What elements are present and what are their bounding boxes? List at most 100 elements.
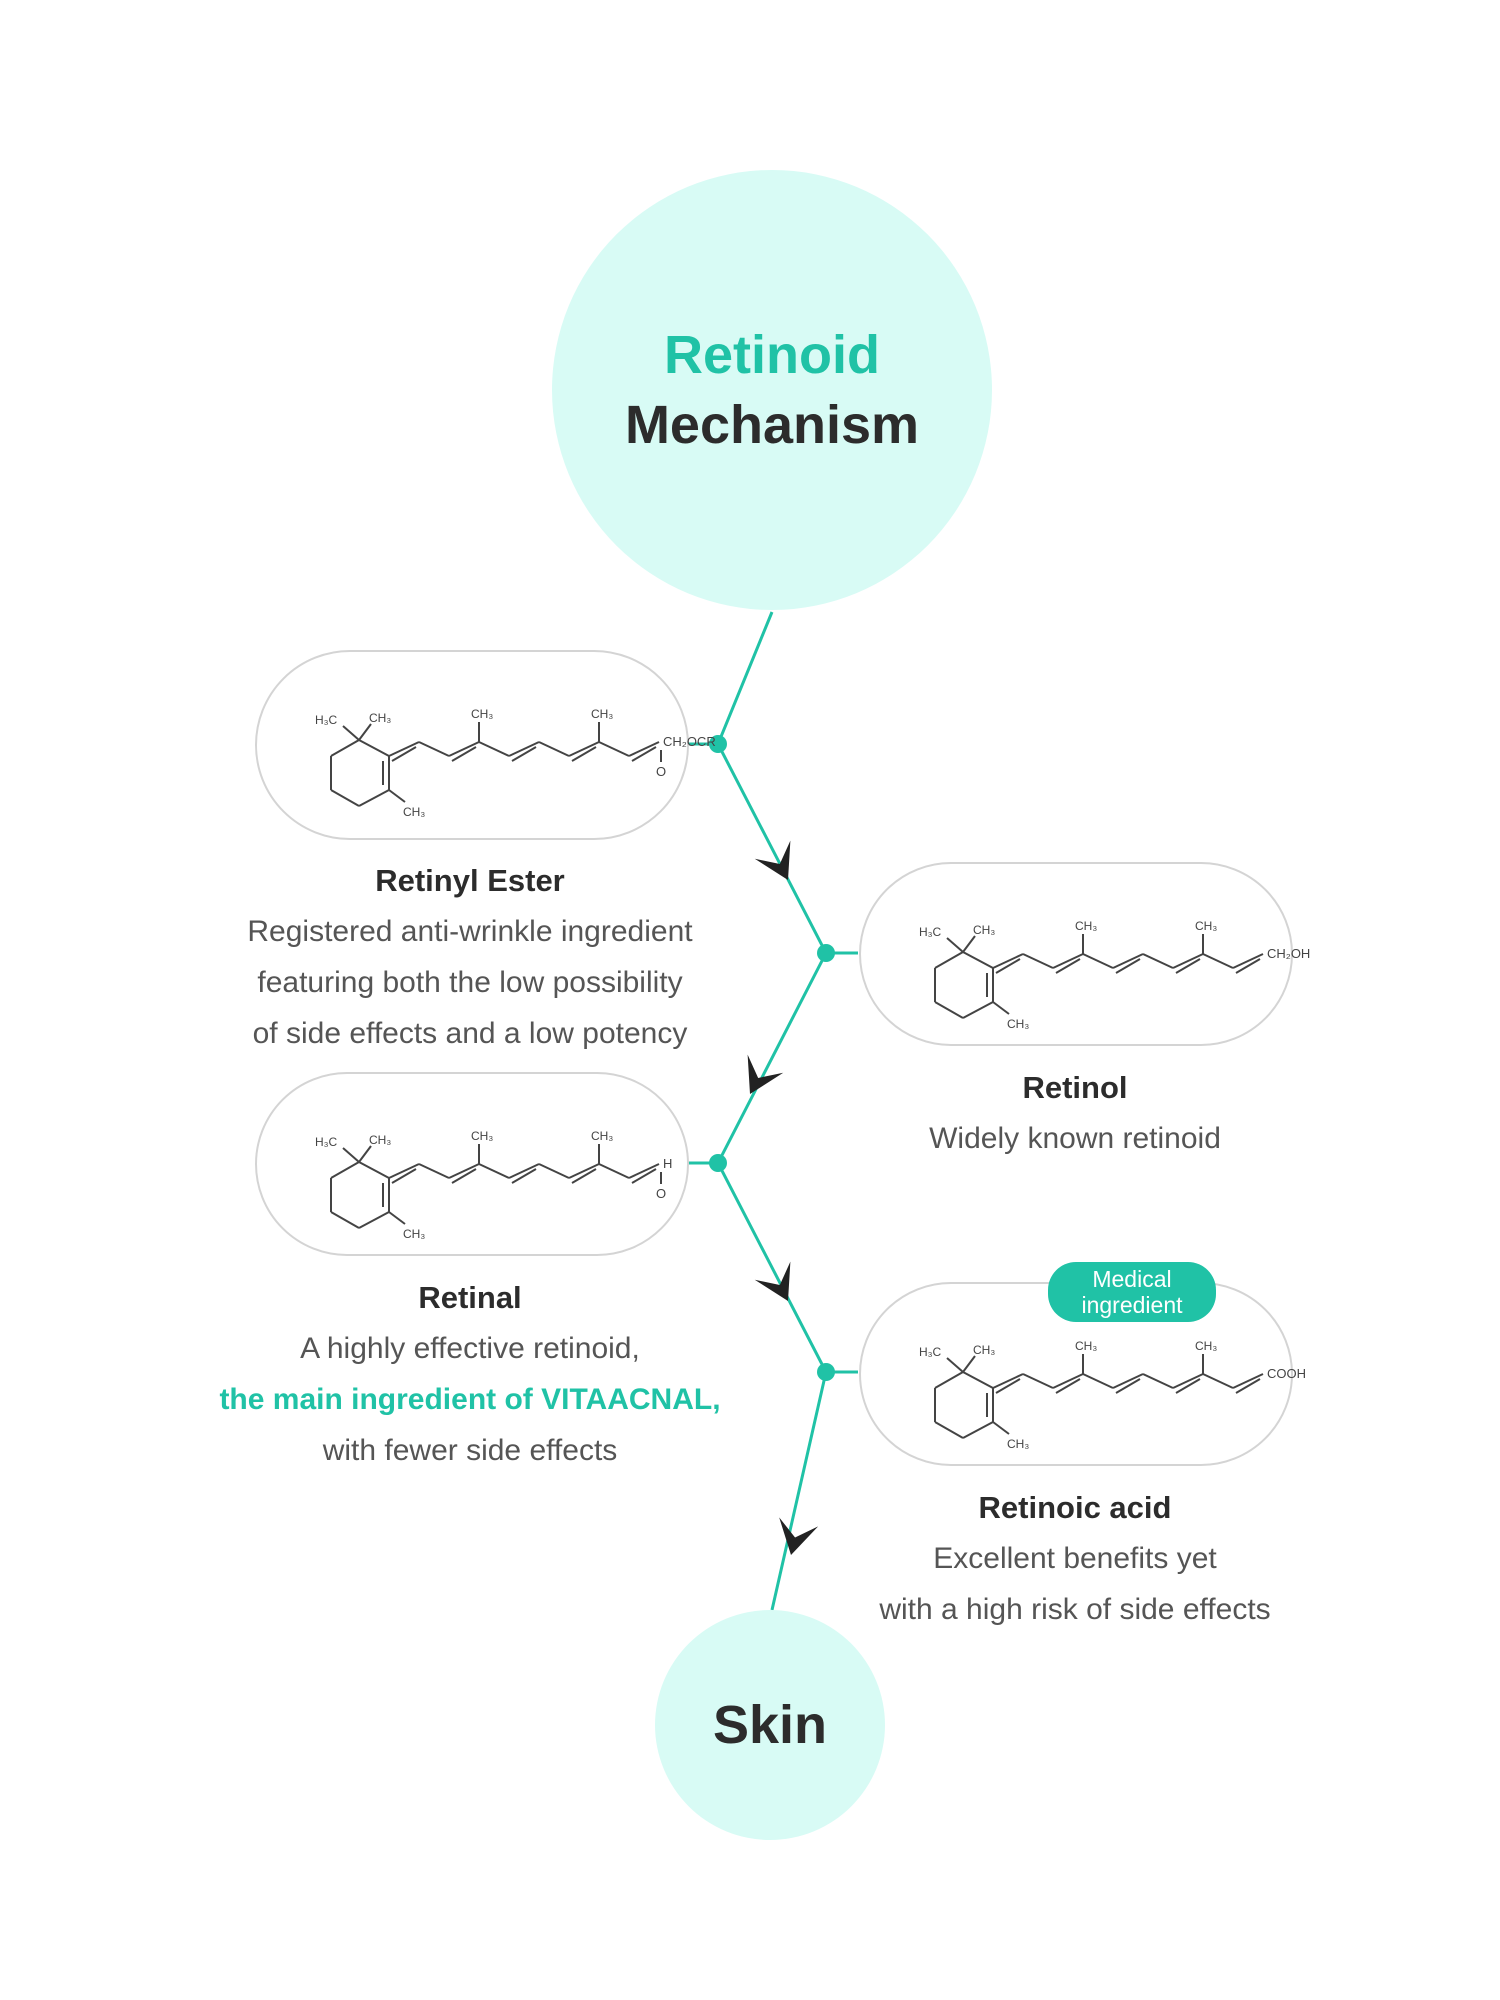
methyl-label: CH₃ xyxy=(1007,1437,1029,1451)
chain-double-bond xyxy=(1055,1378,1081,1394)
ring-bond xyxy=(330,739,360,757)
skin-circle: Skin xyxy=(655,1610,885,1840)
methyl-label: CH₃ xyxy=(591,1129,613,1143)
methyl-label: CH₃ xyxy=(1195,1339,1217,1353)
chain-double-bond xyxy=(995,958,1021,974)
chain-bond xyxy=(598,1163,630,1179)
arrowhead-2 xyxy=(747,1054,784,1094)
chain-bond xyxy=(628,741,660,757)
flow-path xyxy=(716,611,828,1611)
ring-bond xyxy=(358,739,390,757)
chain-double-bond xyxy=(391,1168,417,1184)
chain-double-bond xyxy=(1055,958,1081,974)
chain-bond xyxy=(1142,953,1174,969)
chain-double-bond xyxy=(631,1168,657,1184)
arrowhead-3 xyxy=(754,1261,791,1301)
ring-bond xyxy=(962,1371,994,1389)
methyl-label: CH₃ xyxy=(1007,1017,1029,1031)
chain-double-bond xyxy=(451,1168,477,1184)
chain-bond xyxy=(478,1163,510,1179)
chain-bond xyxy=(1232,1373,1264,1389)
chain-bond xyxy=(1082,953,1114,969)
chain-bond xyxy=(992,953,1024,969)
ring-bond xyxy=(962,1001,994,1019)
chain-bond xyxy=(1232,953,1264,969)
methyl-bond xyxy=(992,1421,1010,1435)
header-circle: Retinoid Mechanism xyxy=(552,170,992,610)
chain-bond xyxy=(1082,1373,1114,1389)
stage-name: Retinal xyxy=(418,1280,522,1315)
arrowhead-4 xyxy=(779,1517,819,1555)
stage-desc-line: Excellent benefits yet xyxy=(933,1542,1217,1575)
end-group-label: H xyxy=(663,1156,672,1171)
chain-double-bond xyxy=(571,746,597,762)
chain-bond xyxy=(1172,1373,1204,1389)
chain-bond xyxy=(1202,953,1234,969)
medical-ingredient-badge: Medical ingredient xyxy=(1048,1262,1216,1322)
chain-bond xyxy=(388,741,420,757)
caption-retinyl-ester: Retinyl Ester Registered anti-wrinkle in… xyxy=(170,855,770,1059)
ring-bond xyxy=(934,1001,964,1019)
methyl-bond xyxy=(946,937,964,953)
methyl-bond xyxy=(358,723,372,741)
stage-desc-line: featuring both the low possibility xyxy=(257,966,683,999)
skin-label: Skin xyxy=(712,1695,828,1755)
stage-name: Retinol xyxy=(1022,1070,1128,1105)
node-dot-retinol xyxy=(817,944,835,962)
chain-double-bond xyxy=(1175,1378,1201,1394)
chain-bond xyxy=(1052,953,1084,969)
header-title-accent: Retinoid xyxy=(664,324,880,385)
methyl-label: CH₃ xyxy=(471,707,493,721)
chain-bond xyxy=(1112,953,1144,969)
chain-double-bond xyxy=(1115,1378,1141,1394)
ring-bond xyxy=(962,951,994,969)
end-group-label: COOH xyxy=(1267,1366,1306,1381)
chain-double-bond xyxy=(511,746,537,762)
methyl-label: H₃C xyxy=(919,925,942,939)
node-dot-retinal xyxy=(709,1154,727,1172)
chain-bond xyxy=(1052,1373,1084,1389)
stage-desc-line: Registered anti-wrinkle ingredient xyxy=(247,915,693,948)
chain-bond xyxy=(1202,1373,1234,1389)
methyl-bond xyxy=(962,1355,976,1373)
chain-double-bond xyxy=(1115,958,1141,974)
chain-double-bond xyxy=(1175,958,1201,974)
stage-desc-line: Widely known retinoid xyxy=(929,1122,1221,1155)
chain-bond xyxy=(418,1163,450,1179)
methyl-label: CH₃ xyxy=(369,711,391,725)
stage-desc-line: with a high risk of side effects xyxy=(879,1593,1271,1626)
chain-bond xyxy=(992,1373,1024,1389)
methyl-label: H₃C xyxy=(919,1345,942,1359)
ring-bond xyxy=(358,789,390,807)
chain-bond xyxy=(538,741,570,757)
chain-bond xyxy=(448,1163,480,1179)
chain-double-bond xyxy=(391,746,417,762)
methyl-bond xyxy=(946,1357,964,1373)
node-dot-retinoic-acid xyxy=(817,1363,835,1381)
chain-double-bond xyxy=(631,746,657,762)
methyl-bond xyxy=(388,789,406,803)
methyl-bond xyxy=(342,1147,360,1163)
methyl-label: H₃C xyxy=(315,713,338,727)
stage-desc-line: of side effects and a low potency xyxy=(252,1017,688,1050)
methyl-bond xyxy=(342,725,360,741)
carbonyl-label: O xyxy=(656,764,666,779)
chain-double-bond xyxy=(1235,958,1261,974)
chain-double-bond xyxy=(571,1168,597,1184)
ring-bond xyxy=(330,1161,360,1179)
chain-bond xyxy=(508,1163,540,1179)
node-dot-retinyl-ester xyxy=(709,735,727,753)
arrowhead-1 xyxy=(754,840,791,880)
caption-retinoic-acid: Retinoic acid Excellent benefits yet wit… xyxy=(775,1482,1375,1635)
methyl-label: CH₃ xyxy=(369,1133,391,1147)
methyl-label: CH₃ xyxy=(591,707,613,721)
chain-bond xyxy=(1112,1373,1144,1389)
end-group-label: CH₂OCR xyxy=(663,734,716,749)
